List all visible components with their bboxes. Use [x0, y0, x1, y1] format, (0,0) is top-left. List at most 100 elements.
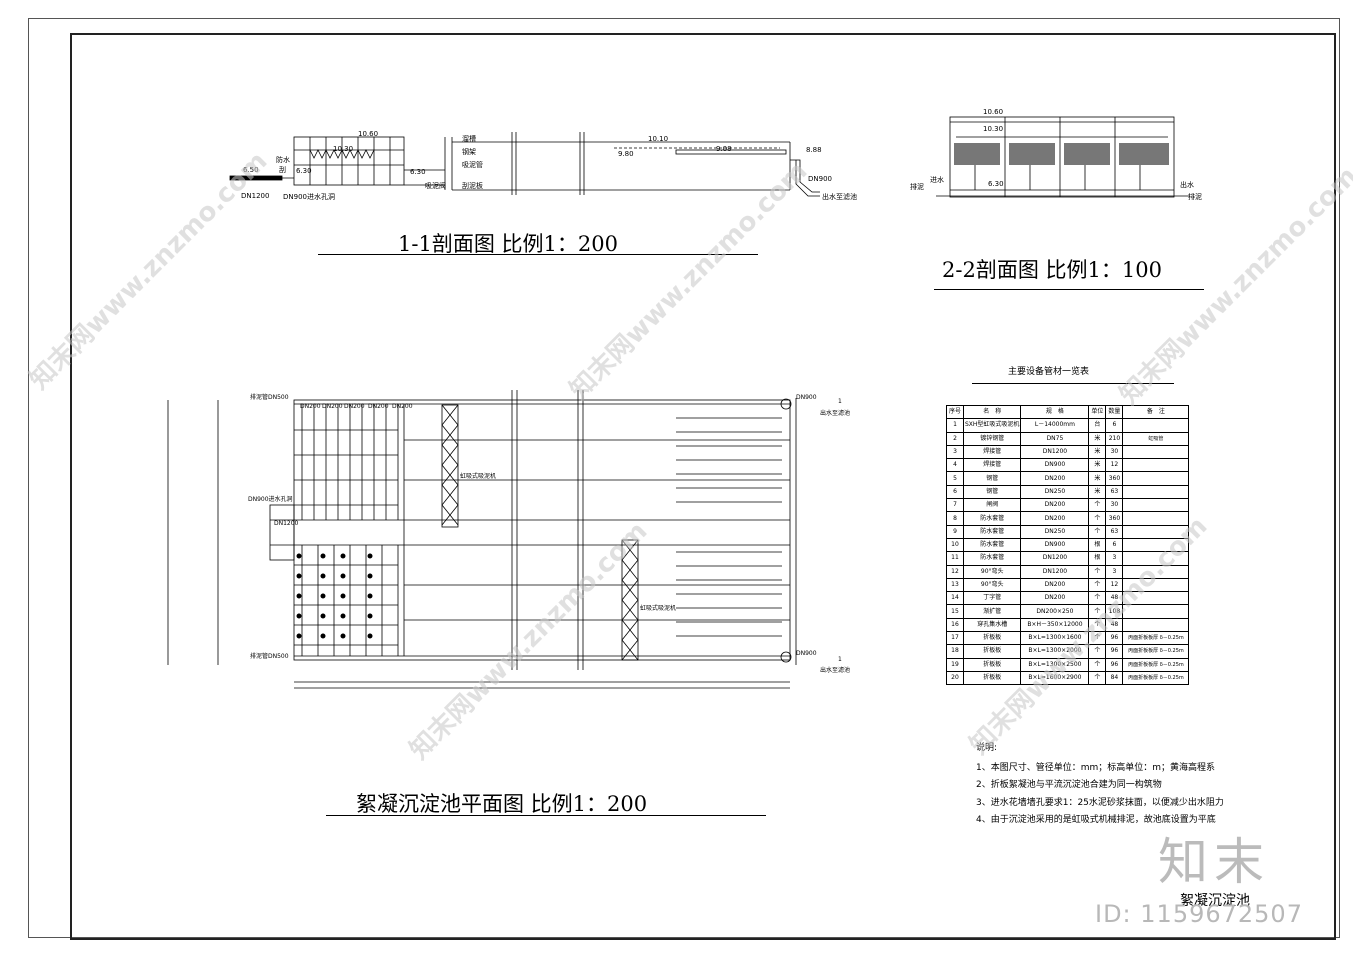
- table-cell: 米: [1088, 444, 1107, 460]
- table-cell: DN75: [1020, 431, 1090, 446]
- plan-dn200-a: DN200: [300, 403, 321, 410]
- s22-elev-630: 6.30: [988, 180, 1004, 188]
- table-cell: 18: [946, 644, 964, 659]
- table-cell: 个: [1088, 670, 1107, 686]
- table-cell: 96: [1105, 644, 1124, 659]
- s22-drain: 排泥: [910, 183, 924, 191]
- plan-title-underline: [326, 815, 766, 816]
- table-cell: 10: [946, 537, 964, 553]
- table-cell: 360: [1105, 471, 1124, 486]
- plan-title: 絮凝沉淀池平面图 比例1：200: [356, 792, 648, 816]
- plan-dn1200: DN1200: [274, 520, 299, 527]
- s11-elev-980: 9.80: [618, 150, 634, 158]
- sheet-name: 絮凝沉淀池: [1180, 893, 1250, 909]
- plan-dn900-bottom: DN900: [796, 650, 817, 657]
- table-cell: 90°弯头: [962, 577, 1022, 593]
- watermark-id: ID: 1159672507: [1095, 900, 1303, 928]
- s22-inlet: 进水: [930, 176, 944, 184]
- table-cell: 96: [1105, 657, 1124, 672]
- table-cell: 6: [946, 484, 964, 500]
- table-cell: 5: [946, 471, 964, 486]
- table-cell: DN1200: [1020, 444, 1090, 460]
- table-cell: DN900: [1020, 458, 1090, 473]
- plan-siphon-b: 虹吸式吸泥机: [640, 605, 677, 612]
- s11-xinuoguan: 吸泥管: [462, 161, 483, 169]
- table-cell: 84: [1105, 670, 1124, 686]
- table-cell: 穿孔集水槽: [962, 617, 1022, 633]
- section-2-2-underline: [934, 289, 1204, 290]
- table-cell: 30: [1105, 444, 1124, 460]
- table-title-underline: [972, 383, 1174, 384]
- table-cell: 台: [1088, 418, 1107, 433]
- table-cell: DN1200: [1020, 551, 1090, 566]
- table-cell: 根: [1088, 537, 1107, 553]
- s11-elev-630: 6.30: [296, 167, 312, 175]
- table-cell: 渐扩管: [962, 604, 1022, 619]
- s11-xinuofa: 吸泥阀: [425, 182, 446, 190]
- table-cell: 个: [1088, 564, 1107, 579]
- s11-gangjia: 钢架: [462, 148, 476, 156]
- table-cell: 米: [1088, 484, 1107, 500]
- s22-elev-1060: 10.60: [983, 108, 1004, 116]
- table-cell: 12: [946, 564, 964, 579]
- s11-elev-1010: 10.10: [648, 135, 669, 143]
- plan-section-mark-bottom: 1: [838, 656, 842, 663]
- table-cell: 折板板: [962, 657, 1022, 672]
- table-cell: 根: [1088, 551, 1107, 566]
- table-cell: 19: [946, 657, 964, 672]
- table-cell: 4: [946, 458, 964, 473]
- table-cell: [1122, 617, 1190, 633]
- note-item: 4、由于沉淀池采用的是虹吸式机械排泥，故池底设置为平底: [976, 815, 1216, 825]
- s11-elev-888: 8.88: [806, 146, 822, 154]
- table-cell: DN200: [1020, 591, 1090, 606]
- s11-elev-1030: 10.30: [333, 145, 354, 153]
- s22-outlet: 出水: [1180, 181, 1194, 189]
- table-cell: 焊接管: [962, 458, 1022, 473]
- table-cell: DN900: [1020, 537, 1090, 553]
- s11-dn900: DN900: [808, 175, 832, 183]
- table-cell: 17: [946, 631, 964, 646]
- s11-elev-650: 6.50: [243, 166, 259, 174]
- table-cell: 丁字管: [962, 591, 1022, 606]
- table-cell: 折板板: [962, 644, 1022, 659]
- table-cell: 焊接管: [962, 444, 1022, 460]
- note-item: 2、折板絮凝池与平流沉淀池合建为同一构筑物: [976, 780, 1162, 790]
- table-cell: 丙面折板板厚 δ－0.25m: [1122, 644, 1190, 659]
- section-1-1-underline: [318, 254, 758, 255]
- table-cell: 防水套管: [962, 551, 1022, 566]
- s11-fangshui: 防水: [276, 156, 290, 164]
- table-cell: [1122, 498, 1190, 513]
- table-cell: 360: [1105, 511, 1124, 526]
- table-cell: 15: [946, 604, 964, 619]
- plan-dn200-e: DN200: [392, 403, 413, 410]
- table-cell: 防水套管: [962, 524, 1022, 539]
- section-2-2-title: 2-2剖面图 比例1：100: [942, 258, 1162, 282]
- table-cell: 折板板: [962, 631, 1022, 646]
- table-cell: 12: [1105, 458, 1124, 473]
- table-cell: [1122, 484, 1190, 500]
- s11-lanjiao: 溜槽: [462, 135, 476, 143]
- table-cell: 63: [1105, 524, 1124, 539]
- header-cell: 规 格: [1020, 404, 1090, 420]
- table-cell: 20: [946, 670, 964, 686]
- header-cell: 单位: [1088, 404, 1107, 420]
- s22-drain2: 排泥: [1188, 193, 1202, 201]
- drawing-inner-frame: [70, 33, 1336, 940]
- s11-dn1200: DN1200: [241, 192, 270, 200]
- table-cell: 丙面折板板厚 δ－0.25m: [1122, 631, 1190, 646]
- header-cell: 名 称: [962, 404, 1022, 420]
- table-cell: 折板板: [962, 670, 1022, 686]
- plan-out-top: 出水至滤池: [820, 410, 851, 417]
- table-cell: 2: [946, 431, 964, 446]
- table-cell: 丙面折板板厚 δ－0.25m: [1122, 657, 1190, 672]
